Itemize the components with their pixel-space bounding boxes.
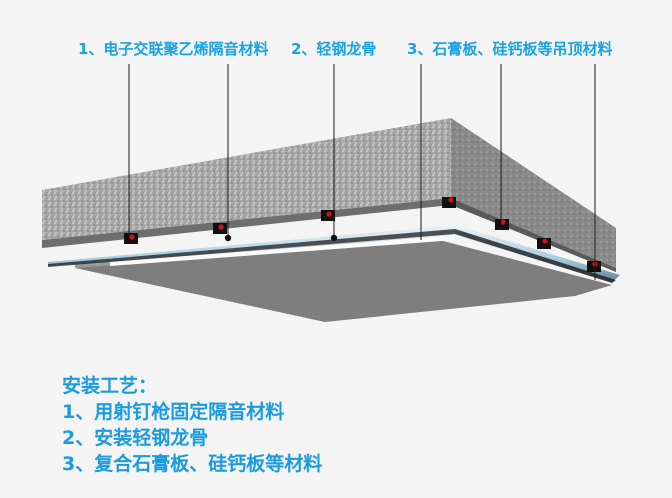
fastener-icon — [124, 233, 138, 244]
installation-step-1: 1、用射钉枪固定隔音材料 — [62, 401, 285, 423]
callout-leader-lines — [128, 64, 596, 280]
fastener-icon — [442, 197, 456, 208]
light-steel-keel-layer — [48, 225, 620, 283]
fastener-icon — [213, 223, 227, 234]
callout-sound-insulation: 1、电子交联聚乙烯隔音材料 — [78, 40, 269, 58]
fastener-icon — [587, 261, 601, 272]
installation-title: 安装工艺： — [62, 375, 158, 397]
fastener-icon — [495, 219, 509, 230]
installation-step-2: 2、安装轻钢龙骨 — [62, 427, 209, 449]
installation-step-3: 3、复合石膏板、硅钙板等材料 — [62, 453, 323, 475]
callout-light-steel-keel: 2、轻钢龙骨 — [291, 40, 377, 58]
sound-insulation-layer — [42, 118, 616, 272]
callout-ceiling-boards: 3、石膏板、硅钙板等吊顶材料 — [407, 40, 613, 58]
fastener-icon — [321, 210, 335, 221]
fastener-icon — [537, 238, 551, 249]
fastener-markers — [124, 197, 601, 272]
